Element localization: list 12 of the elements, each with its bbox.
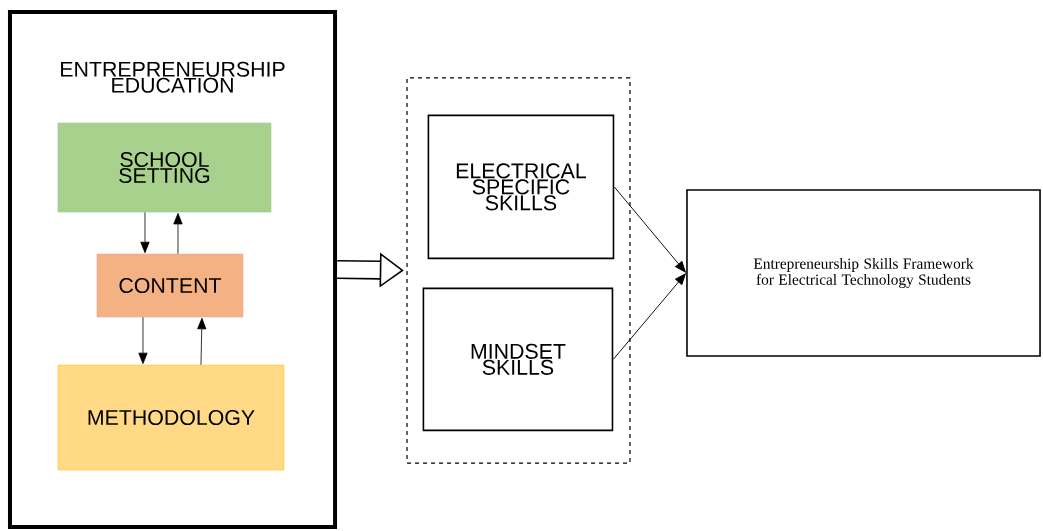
process-box: SCHOOL SETTING (57, 122, 272, 213)
frame-box: ELECTRICAL SPECIFIC SKILLS (427, 114, 615, 260)
arrow (613, 186, 686, 273)
frame-box: Entrepreneurship Skills Framework for Electrical Technology Students (686, 189, 1041, 357)
arrow (173, 213, 183, 255)
arrow (197, 317, 207, 366)
arrow (612, 273, 686, 360)
process-box: CONTENT (96, 253, 244, 318)
process-box: METHODOLOGY (57, 364, 285, 471)
arrow (138, 316, 148, 364)
arrow (140, 211, 150, 254)
frame-box: MINDSET SKILLS (422, 287, 614, 432)
